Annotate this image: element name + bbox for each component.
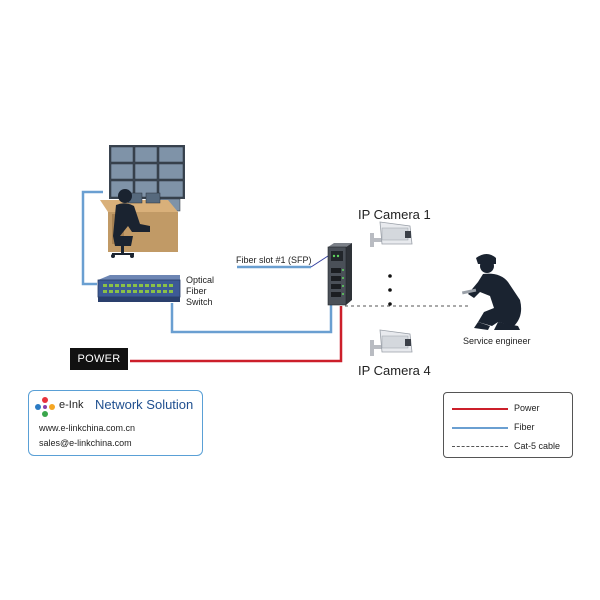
service-engineer-icon bbox=[461, 254, 522, 330]
legend-fiber-swatch bbox=[452, 427, 508, 429]
e-link-logo-icon bbox=[35, 397, 55, 417]
brand-email-link[interactable]: sales@e-linkchina.com bbox=[39, 438, 132, 448]
brand-tagline: Network Solution bbox=[95, 397, 194, 412]
legend-cat5-swatch bbox=[452, 446, 508, 447]
fiber-links bbox=[81, 190, 333, 334]
more-cameras-dots bbox=[388, 274, 392, 306]
camera-1-label: IP Camera 1 bbox=[358, 207, 431, 222]
industrial-switch-icon bbox=[327, 243, 352, 306]
switch-label-line-3: Switch bbox=[186, 297, 213, 307]
ip-camera-1-icon bbox=[370, 221, 413, 247]
brand-box: e-Ink Network Solution www.e-linkchina.c… bbox=[28, 390, 203, 456]
service-engineer-label: Service engineer bbox=[463, 336, 531, 346]
optical-fiber-switch-icon bbox=[97, 275, 181, 302]
legend-cat5-label: Cat-5 cable bbox=[514, 441, 561, 451]
fiber-slot-label: Fiber slot #1 (SFP) bbox=[236, 255, 312, 265]
legend-power-label: Power bbox=[514, 403, 540, 413]
legend-box: Power Fiber Cat-5 cable bbox=[443, 392, 573, 458]
legend-fiber-label: Fiber bbox=[514, 422, 535, 432]
brand-name: e-Ink bbox=[59, 399, 84, 411]
camera-4-label: IP Camera 4 bbox=[358, 363, 431, 378]
ip-camera-4-icon bbox=[370, 329, 413, 356]
operator-icon bbox=[111, 189, 150, 258]
power-label: POWER bbox=[70, 348, 128, 370]
legend-power-swatch bbox=[452, 408, 508, 410]
switch-label-line-1: Optical bbox=[186, 275, 215, 285]
brand-website-link[interactable]: www.e-linkchina.com.cn bbox=[39, 423, 136, 433]
power-line bbox=[130, 306, 343, 363]
sfp-pointer bbox=[310, 255, 329, 268]
switch-label-line-2: Fiber bbox=[186, 286, 207, 296]
